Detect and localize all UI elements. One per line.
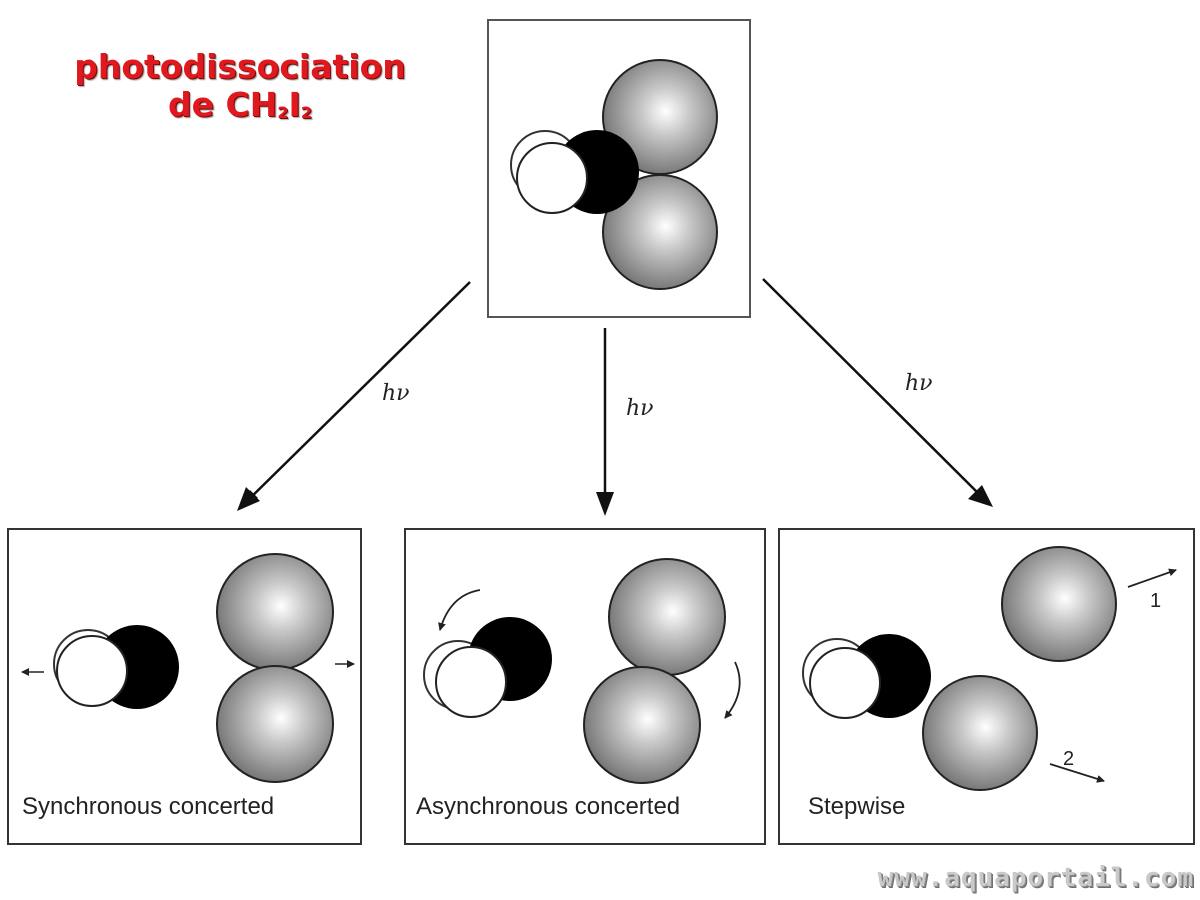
hydrogen-atom-front: [809, 647, 881, 719]
arrow-right: [762, 278, 984, 499]
step-1-label: 1: [1150, 590, 1161, 612]
iodine-atom-upper: [608, 558, 726, 676]
arrow-right-tip: [968, 485, 993, 507]
top-molecule-panel: [487, 19, 751, 318]
synchronous-panel: Synchronous concerted: [7, 528, 362, 845]
iodine-atom-second-leaving: [922, 675, 1038, 791]
hv-label-left: hν: [382, 381, 410, 406]
iodine-atom-upper: [216, 553, 334, 671]
step-2-arrow: [1049, 763, 1105, 783]
iodine-atom-first-leaving: [1001, 546, 1117, 662]
step-2-label: 2: [1063, 748, 1074, 770]
stepwise-caption: Stepwise: [808, 793, 905, 820]
hydrogen-atom-front: [435, 646, 507, 718]
asynchronous-caption: Asynchronous concerted: [416, 793, 680, 820]
title-line-2: de CH2I2: [168, 85, 312, 124]
hv-label-middle: hν: [626, 396, 654, 421]
diagram-title: photodissociation de CH2I2: [30, 48, 450, 132]
iodine-atom-lower: [583, 666, 701, 784]
hydrogen-atom-front: [56, 635, 128, 707]
iodine-atom-lower: [216, 665, 334, 783]
arrow-middle-tip: [596, 492, 614, 516]
watermark-text: www.aquaportail.com: [877, 863, 1194, 893]
stepwise-panel: 1 2 Stepwise: [778, 528, 1195, 845]
hv-label-right: hν: [905, 371, 933, 396]
arrow-left-tip: [237, 487, 260, 511]
arrow-left: [241, 281, 471, 507]
asynchronous-panel: Asynchronous concerted: [404, 528, 766, 845]
iodine-atom-upper: [602, 59, 718, 175]
hydrogen-atom-front: [516, 142, 588, 214]
i-rotation-arrow: [724, 661, 741, 719]
title-line-1: photodissociation: [74, 47, 406, 86]
step-1-arrow: [1127, 568, 1177, 588]
synchronous-caption: Synchronous concerted: [22, 793, 274, 820]
reaction-arrows: [237, 278, 993, 516]
ch2-rotation-arrow: [438, 589, 481, 631]
